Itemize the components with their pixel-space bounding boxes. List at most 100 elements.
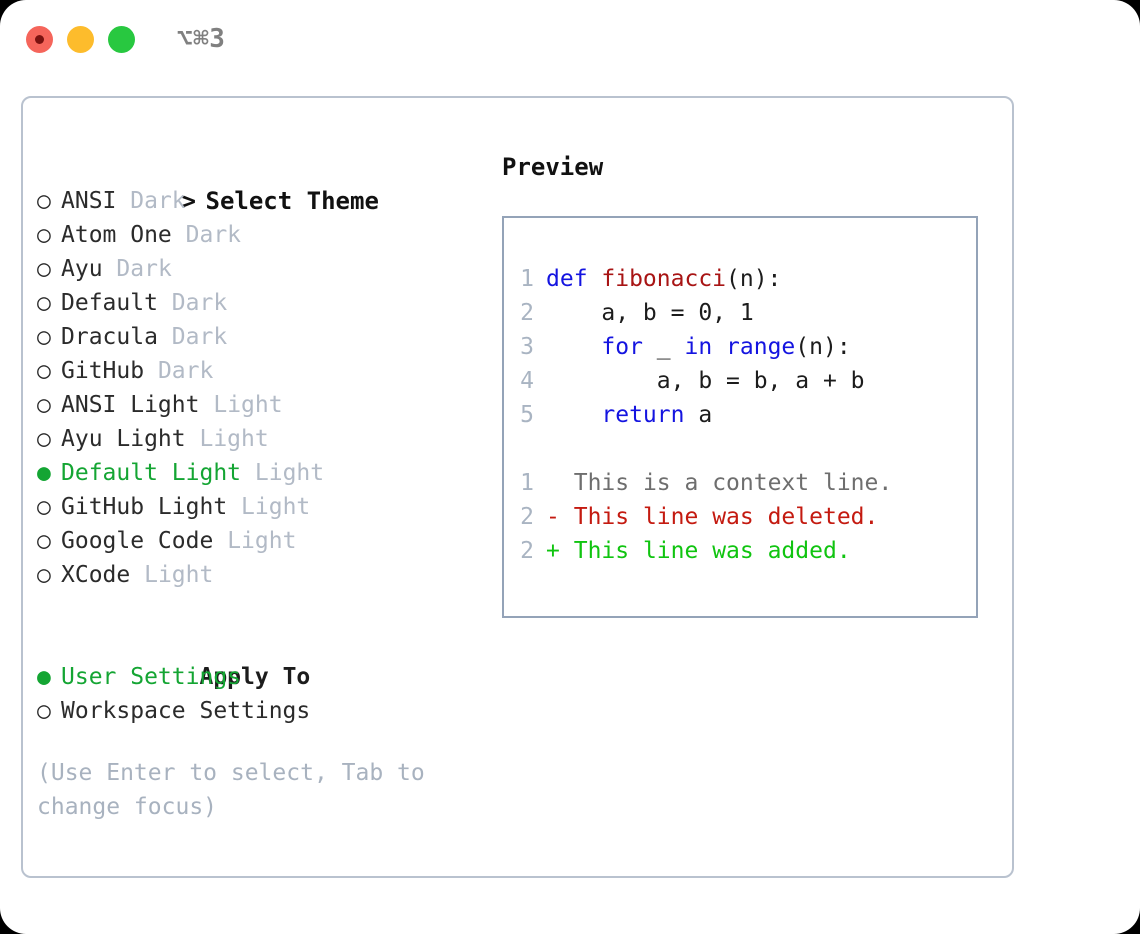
diff-line-text: This is a context line. <box>573 470 893 496</box>
close-icon <box>35 34 44 44</box>
theme-list: ○ANSI Dark○Atom One Dark○Ayu Dark○Defaul… <box>37 184 497 592</box>
theme-option-default-light[interactable]: ●Default Light Light <box>37 456 497 490</box>
radio-unselected-icon: ○ <box>37 222 51 248</box>
theme-variant-badge: Light <box>241 494 311 520</box>
theme-label-gap <box>103 256 117 282</box>
code-line: 2 a, b = 0, 1 <box>520 296 976 330</box>
theme-option-ansi[interactable]: ○ANSI Dark <box>37 184 497 218</box>
radio-unselected-icon: ○ <box>37 528 51 554</box>
apply-to-heading-label: Apply To <box>199 664 311 690</box>
diff-line-number: 2 <box>520 504 534 530</box>
theme-option-xcode[interactable]: ○XCode Light <box>37 558 497 592</box>
theme-option-label: Dracula <box>61 324 158 350</box>
diff-sign: - <box>546 504 560 530</box>
code-token: a, b = 0, 1 <box>546 300 754 326</box>
radio-unselected-icon: ○ <box>37 324 51 350</box>
code-token <box>546 402 601 428</box>
theme-option-github[interactable]: ○GitHub Dark <box>37 354 497 388</box>
code-line-number: 3 <box>520 334 534 360</box>
theme-option-label: XCode <box>61 562 131 588</box>
theme-option-dracula[interactable]: ○ Dracula Dark <box>37 320 497 354</box>
apply-to-option-label: Workspace Settings <box>61 698 311 724</box>
theme-option-ansi-light[interactable]: ○ ANSI Light Light <box>37 388 497 422</box>
diff-gap <box>560 538 574 564</box>
radio-unselected-icon: ○ <box>37 698 51 724</box>
theme-variant-badge: Dark <box>171 324 228 350</box>
theme-variant-badge: Light <box>213 392 283 418</box>
code-line-number: 1 <box>520 266 534 292</box>
apply-to-option-user-settings[interactable]: ●User Settings <box>37 660 497 694</box>
code-token: for <box>601 334 643 360</box>
code-token: a, b = b, a + b <box>546 368 865 394</box>
radio-unselected-icon: ○ <box>37 392 51 418</box>
radio-unselected-icon: ○ <box>37 494 51 520</box>
preview-heading: Preview <box>502 153 604 181</box>
theme-option-atom-one[interactable]: ○Atom One Dark <box>37 218 497 252</box>
theme-option-ayu[interactable]: ○Ayu Dark <box>37 252 497 286</box>
code-line: 5 return a <box>520 398 976 432</box>
diff-line-number: 1 <box>520 470 534 496</box>
theme-option-label: GitHub <box>61 358 145 384</box>
theme-variant-badge: Light <box>199 426 269 452</box>
theme-variant-badge: Dark <box>171 290 228 316</box>
select-theme-heading-label: Select Theme <box>205 187 379 215</box>
code-line: 3 for _ in range(n): <box>520 330 976 364</box>
theme-label-gap <box>116 188 130 214</box>
theme-label-gap <box>130 562 144 588</box>
window-minimize-button[interactable] <box>67 25 94 53</box>
theme-option-label: Default Light <box>61 460 242 486</box>
code-line-number: 5 <box>520 402 534 428</box>
theme-variant-badge: Dark <box>116 256 172 282</box>
theme-option-label: Atom One <box>61 222 172 248</box>
diff-gap <box>560 470 574 496</box>
apply-to-list: ●User Settings ○ Workspace Settings <box>37 660 497 728</box>
code-token: range <box>726 334 796 360</box>
theme-label-gap <box>158 290 172 316</box>
diff-line-text: This line was deleted. <box>573 504 879 530</box>
diff-sign <box>546 470 560 496</box>
theme-label-gap <box>199 392 213 418</box>
theme-label-gap <box>241 460 255 486</box>
code-token: def <box>546 266 602 292</box>
theme-option-label: Google Code <box>61 528 214 554</box>
diff-line-number: 2 <box>520 538 534 564</box>
prompt-caret-icon: > <box>181 187 196 215</box>
theme-variant-badge: Dark <box>130 188 186 214</box>
radio-unselected-icon: ○ <box>37 426 51 452</box>
code-line: 4 a, b = b, a + b <box>520 364 976 398</box>
diff-line: 1 This is a context line. <box>520 466 976 500</box>
theme-variant-badge: Light <box>227 528 297 554</box>
theme-option-ayu-light[interactable]: ○ Ayu Light Light <box>37 422 497 456</box>
window-close-button[interactable] <box>26 25 53 53</box>
select-theme-heading: > Select Theme <box>37 150 497 215</box>
theme-option-google-code[interactable]: ○ Google Code Light <box>37 524 497 558</box>
theme-label-gap <box>172 222 186 248</box>
theme-option-label: Ayu <box>61 256 103 282</box>
theme-variant-badge: Dark <box>157 358 214 384</box>
theme-variant-badge: Light <box>144 562 214 588</box>
code-token <box>712 334 726 360</box>
theme-variant-badge: Light <box>254 460 325 486</box>
theme-label-gap <box>144 358 158 384</box>
theme-option-label: Default <box>61 290 158 316</box>
code-line-number: 2 <box>520 300 534 326</box>
theme-option-label: ANSI Light <box>61 392 200 418</box>
theme-selection-column: >Select Theme ○ANSI Dark○Atom One Dark○A… <box>37 150 497 824</box>
window-maximize-button[interactable] <box>108 25 135 53</box>
diff-sample: 1 This is a context line.2- This line wa… <box>520 466 976 568</box>
theme-option-default[interactable]: ○ Default Dark <box>37 286 497 320</box>
theme-option-label: Ayu Light <box>61 426 186 452</box>
diff-line: 2+ This line was added. <box>520 534 976 568</box>
theme-label-gap <box>158 324 172 350</box>
theme-option-github-light[interactable]: ○GitHub Light Light <box>37 490 497 524</box>
code-token: _ <box>642 334 685 360</box>
radio-unselected-icon: ○ <box>37 290 51 316</box>
code-token: a <box>684 402 713 428</box>
apply-to-option-workspace-settings[interactable]: ○ Workspace Settings <box>37 694 497 728</box>
diff-line: 2- This line was deleted. <box>520 500 976 534</box>
window-titlebar: ⌥⌘3 <box>0 0 1140 78</box>
